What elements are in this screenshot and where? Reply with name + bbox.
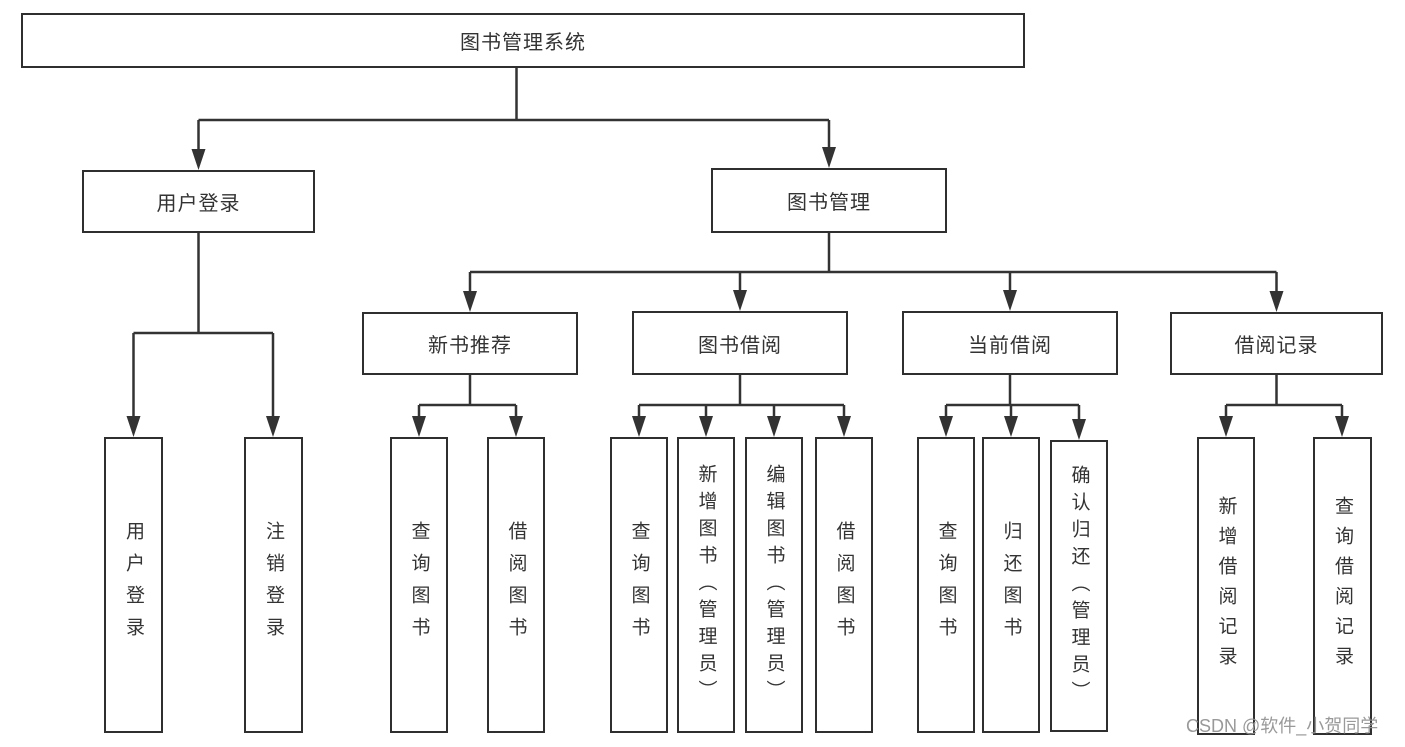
node-book-management: 图书管理 [711,168,947,233]
node-new-book-recommend: 新书推荐 [362,312,578,375]
arrowhead-icon [463,291,477,312]
leaf-logout: 注销登录 [244,437,303,733]
watermark: CSDN @软件_小贺同学 [1186,716,1379,736]
arrowhead-icon [939,416,953,437]
node-borrow-record: 借阅记录 [1170,312,1383,375]
arrowhead-icon [126,416,141,437]
leaf-borrow-book-2-label: 借阅图书 [833,521,855,649]
node-root-library-system: 图书管理系统 [21,13,1025,68]
leaf-query-book-1-label: 查询图书 [408,521,430,649]
arrowhead-icon [266,416,280,437]
connector-borrow-record-children [1224,375,1344,419]
leaf-user-login: 用户登录 [104,437,163,733]
connector-root-to-level2 [197,66,831,152]
leaf-query-book-2: 查询图书 [610,437,668,733]
leaf-query-book-1: 查询图书 [390,437,448,733]
connector-current-borrow-children [944,375,1081,419]
leaf-add-borrow-record-label: 新增借阅记录 [1215,496,1237,676]
leaf-query-book-3-label: 查询图书 [935,521,957,649]
arrowhead-icon [822,147,836,168]
leaf-logout-label: 注销登录 [263,521,284,649]
arrowhead-icon [733,290,747,311]
leaf-borrow-book-1: 借阅图书 [487,437,545,733]
arrowhead-icon [837,416,851,437]
node-user-login: 用户登录 [82,170,315,233]
arrowhead-icon [412,416,426,437]
connector-user-login-children [132,233,275,419]
leaf-query-borrow-record-label: 查询借阅记录 [1332,496,1353,676]
leaf-return-book-label: 归还图书 [1000,521,1022,649]
arrowhead-icon [632,416,646,437]
arrowhead-icon [1335,416,1349,437]
node-current-borrow: 当前借阅 [902,311,1118,375]
arrowhead-icon [1072,419,1086,440]
leaf-return-book: 归还图书 [982,437,1040,733]
arrowhead-icon [191,149,206,170]
leaf-edit-book-admin: 编辑图书（管理员） [745,437,803,733]
arrowhead-icon [1003,290,1017,311]
connector-new-book-children [417,375,518,419]
leaf-borrow-book-1-label: 借阅图书 [505,521,527,649]
leaf-user-login-label: 用户登录 [123,521,144,649]
arrowhead-icon [767,416,781,437]
arrowhead-icon [1219,416,1233,437]
leaf-confirm-return-admin: 确认归还（管理员） [1050,440,1108,732]
leaf-edit-book-admin-label: 编辑图书（管理员） [763,463,785,707]
arrowhead-icon [509,416,523,437]
node-book-borrow: 图书借阅 [632,311,848,375]
leaf-add-book-admin-label: 新增图书（管理员） [695,463,717,707]
connector-book-borrow-children [637,375,846,419]
leaf-query-book-2-label: 查询图书 [628,521,650,649]
leaf-add-borrow-record: 新增借阅记录 [1197,437,1255,735]
leaf-query-borrow-record: 查询借阅记录 [1313,437,1372,735]
connector-book-mgmt-children [468,233,1278,294]
leaf-query-book-3: 查询图书 [917,437,975,733]
arrowhead-icon [1004,416,1018,437]
arrowhead-icon [699,416,713,437]
leaf-add-book-admin: 新增图书（管理员） [677,437,735,733]
leaf-borrow-book-2: 借阅图书 [815,437,873,733]
leaf-confirm-return-admin-label: 确认归还（管理员） [1068,464,1090,708]
arrowhead-icon [1269,291,1284,312]
